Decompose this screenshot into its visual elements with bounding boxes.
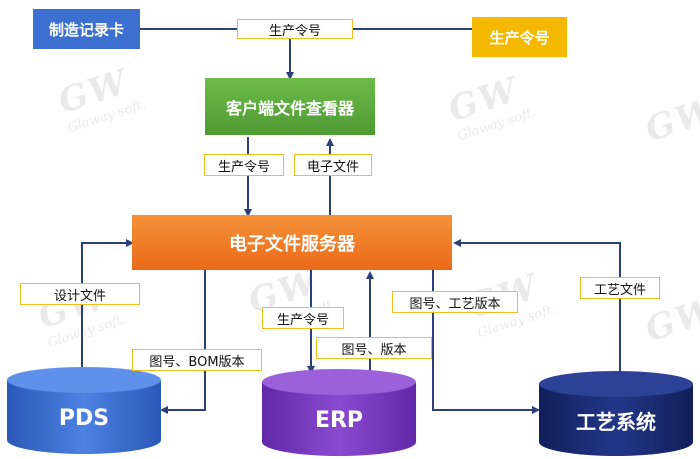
electronic-file-server-node: 电子文件服务器 (132, 215, 452, 270)
process-system-database-node: 工艺系统 (538, 370, 694, 458)
label-viewer-to-server: 生产令号 (204, 154, 284, 176)
node-label: 生产令号 (489, 28, 550, 47)
node-label: 制造记录卡 (48, 20, 124, 39)
node-label: 工艺系统 (576, 409, 656, 434)
label-pds-to-server: 设计文件 (20, 283, 140, 305)
arrow-pds-to-server (81, 239, 134, 378)
cylinder-shape (7, 367, 161, 454)
node-label: ERP (314, 407, 364, 433)
label-server-to-erp: 生产令号 (262, 307, 344, 329)
node-label: 客户端文件查看器 (225, 98, 354, 118)
cylinder-shape (539, 371, 693, 456)
pds-database-node: PDS (6, 366, 162, 456)
node-label: 电子文件服务器 (229, 233, 355, 255)
client-file-viewer-node: 客户端文件查看器 (205, 78, 375, 135)
arrow-server-to-process (432, 270, 540, 414)
arrow-server-to-pds (160, 270, 206, 414)
label-process-to-server: 工艺文件 (580, 277, 660, 299)
manufacturing-record-card-node: 制造记录卡 (33, 9, 140, 49)
erp-database-node: ERP (261, 368, 417, 458)
production-order-node: 生产令号 (472, 17, 567, 57)
label-server-to-viewer: 电子文件 (294, 154, 372, 176)
cylinder-shape (262, 369, 416, 456)
label-card-to-viewer: 生产令号 (237, 19, 353, 39)
arrow-process-to-server (453, 239, 621, 376)
label-server-to-pds: 图号、BOM版本 (132, 349, 262, 371)
node-label: PDS (58, 405, 110, 431)
label-server-to-process: 图号、工艺版本 (392, 291, 518, 313)
label-erp-to-server: 图号、版本 (316, 337, 432, 359)
